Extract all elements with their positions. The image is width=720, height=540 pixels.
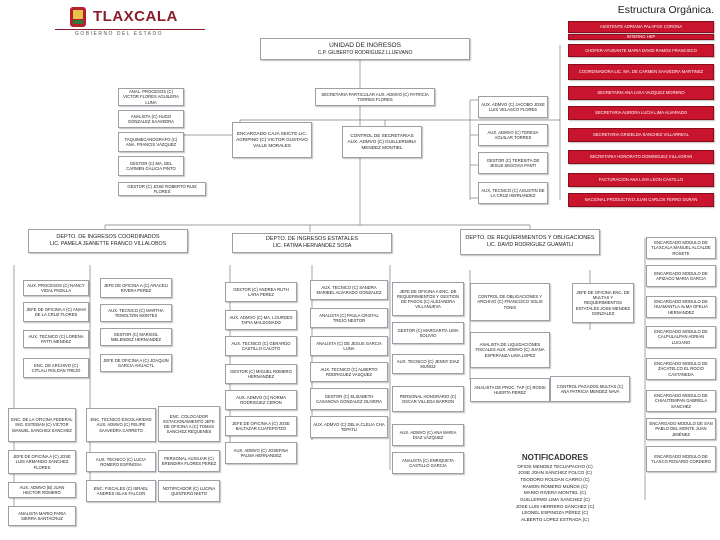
- driver-box: CHOFER-AYUDANTE MARIA DAVID RAMOS FRANCI…: [568, 44, 714, 57]
- right-staff-box: FACTURACION ANA LIVIA LEON CASTILLO: [568, 173, 714, 187]
- staff-box: AUX. ADMVO (C) DELIA CLELIA CHA TEPATLI: [310, 416, 388, 438]
- page-title: Estructura Orgánica.: [617, 4, 714, 16]
- module-box: ENCARGADO MODULO DE SAN PABLO DEL MONTE …: [646, 418, 716, 440]
- staff-box: ENC. TECNICO ESCOLARIDAD AUX. ADMVO (C) …: [86, 408, 156, 442]
- right-staff-box: AUX. TECNICO (C) AGUSTIN DE LA CRUZ HERN…: [478, 182, 548, 204]
- right-staff-box: SECRETARIA AURORA LUCIA LIMA ALVARADO: [568, 106, 714, 120]
- notifier-name: JOSE LUIS HERRERO SÁNCHEZ (C): [515, 503, 595, 509]
- unit-head-name: C.P. GILBERTO RODRIGUEZ LLUEVANO: [317, 49, 413, 56]
- crest-icon: [70, 7, 86, 27]
- staff-box: ANALISTA (C) DE JESUS GARCIA LUNA: [310, 336, 388, 356]
- staff-box: AUX. ADMVO (B) JUAN HECTOR ROMERO: [8, 482, 76, 498]
- staff-box: AUX. ADMVO (C) MA. LOURDES TAPIA MALDONA…: [225, 310, 297, 330]
- staff-box: AUX. ADMVO (C) NORMA RODRIGUEZ CERON: [225, 390, 297, 410]
- staff-box: AUX. TECNICO (C) LORENA PATTI MENDEZ: [23, 330, 89, 348]
- staff-box: ANALISTA DE LIQUIDACIONES FISCALES AUX. …: [470, 332, 550, 368]
- staff-box: PERSONAL HONORARIO (C) OSCAR VILLEDA BAR…: [392, 386, 464, 412]
- notifier-name: MARIO RIVERA MONTIEL (C): [523, 490, 587, 496]
- staff-box: JEFE DE OFICINA A (C) ARACELI RIVERA PER…: [100, 278, 172, 298]
- left-staff-box: GESTOR (C) MA. DEL CARMEN GALICIA PINTO: [118, 156, 184, 176]
- staff-box: CONTROL PAGADOS MULTAS (C) ANA PATRICIA …: [550, 376, 630, 402]
- unit-title: UNIDAD DE INGRESOS: [329, 41, 401, 49]
- staff-box: GESTOR (C) ELIZABETH CASANOVA GONZALEZ O…: [310, 388, 388, 410]
- staff-box: JEFE DE OFICINA A (C) JOAQUIN GARCIA AHU…: [100, 354, 172, 372]
- secretary-particular-box: SECRETARIA PARTICULAR AUX. ADMVO (C) PAT…: [315, 88, 435, 106]
- notifiers-title: NOTIFICADORES: [521, 453, 589, 462]
- staff-box: ANALISTA MARIO FARIA SIERRA SANTACRUZ: [8, 506, 76, 526]
- intern-box: INTERNO HEP: [568, 34, 714, 40]
- staff-box: JEFE DE OFICINA ENC. DE MULTAS Y REQUERI…: [572, 283, 634, 323]
- logo-wordmark: TLAXCALA: [93, 8, 178, 25]
- staff-box: ANALISTA (C) PAULA CRISTAL TREJO NESTOR: [310, 308, 388, 328]
- staff-box: AUX. ADMVO (C) JOSEFINA PALMA HERNANDEZ: [225, 442, 297, 464]
- staff-box: ANALISTA (C) ENRIQUETA CASTILLO GARCIA: [392, 452, 464, 474]
- cashier-box: ENCARGADO CAJA SEICTE LIC. AGRIPINO (C) …: [232, 122, 312, 158]
- right-staff-box: GESTOR (C) TERESITA DE JESUS SEGOVIA PAN…: [478, 152, 548, 174]
- notifier-name: TEODORO ROLDAN CARRO (C): [520, 476, 590, 482]
- staff-box: JEFE DE OFICINA A ENC. DE REQUERIMIENTOS…: [392, 282, 464, 316]
- module-box: ENCARGADO MODULO DE APIZACO MARIA GARCIA: [646, 265, 716, 287]
- module-box: ENCARGADO MODULO DE TLAXCALA MANUEL ALCA…: [646, 237, 716, 259]
- staff-box: ENC. DE LA OFICINA FEDERAL ING. ESTEBAN …: [8, 408, 76, 442]
- state-logo: TLAXCALA GOBIERNO DEL ESTADO: [55, 5, 245, 37]
- staff-box: ENC. COLOCADOR ESTACIONAMIENTO JEFE DE O…: [158, 406, 220, 442]
- staff-box: CONTROL DE OBLIGACIONES Y ARCHIVO (C) FR…: [470, 283, 550, 321]
- control-box: CONTROL DE SECRETARIAS AUX. ADMVO (C) GU…: [342, 126, 422, 158]
- left-staff-box: TAQUIMECANOGRAFO (C) ANA. FRANCIS VÁZQUE…: [118, 132, 184, 152]
- unit-head-box: UNIDAD DE INGRESOS C.P. GILBERTO RODRIGU…: [260, 38, 470, 60]
- staff-box: JEFE DE OFICINA A (C) JOSE BALTAZAR CUAT…: [225, 416, 297, 436]
- notifier-name: OFIOS MENDEZ TECUAPACHO (C): [517, 463, 593, 469]
- right-staff-box: SECRETARIA GRISELDA SANCHEZ VILLARREAL: [568, 128, 714, 142]
- staff-box: GESTOR (C) ANDREA RUTH LARA PEREZ: [225, 282, 297, 302]
- staff-box: JEFE DE OFICINA A (C) JOSE LUIS ARMANDO …: [8, 450, 76, 474]
- staff-box: AUX. TECNICO (C) LUCIA ROMERO ESPINOSA: [86, 452, 156, 472]
- right-staff-box: NACIONAL PRODUCTIVO JUAN CARLOS FERRO DU…: [568, 193, 714, 207]
- staff-box: ENC. FISCALES (C) ISRAEL ANDRES ISLAS FA…: [86, 480, 156, 502]
- left-staff-box: ANAL. PROCESOS (C) VICTOR FLORES AGUILER…: [118, 88, 184, 106]
- module-box: ENCARGADO MODULO DE CALPULALPAN ADRIAN L…: [646, 326, 716, 348]
- notifier-name: GUILLERMO LIMA SANCHEZ (C): [520, 496, 590, 502]
- staff-box: AUX. TECNICO (C) JENNY DIAZ MUÑOZ: [392, 354, 464, 374]
- staff-box: AUX. TECNICO (C) MARTHA TEMOLTZIN MONTES: [100, 304, 172, 322]
- staff-box: NOTIFICADOR (C) LUCINA QUINTERO NIETO: [158, 480, 220, 502]
- department-box: DEPTO. DE INGRESOS ESTATALES LIC. FATIMA…: [232, 233, 392, 253]
- module-box: ENCARGADO MODULO DE HUAMANTLA ALMA OFELI…: [646, 296, 716, 318]
- staff-box: JEFE DE OFICINA A (C) ANAHI DE LA CRUZ F…: [23, 302, 89, 322]
- staff-box: AUX. TECNICO (C) GERARDO CASTILLO CALOTO: [225, 336, 297, 356]
- logo-rule: [55, 29, 205, 30]
- staff-box: GESTOR (C) MARGARITA LIMA SOLIVIO: [392, 322, 464, 344]
- notifiers-list: NOTIFICADORES OFIOS MENDEZ TECUAPACHO (C…: [470, 452, 640, 524]
- notifier-name: LEONEL ESPINOZA PÉREZ (C): [521, 510, 589, 516]
- module-box: ENCARGADO MODULO DE ZACATELCO EL ROCIO C…: [646, 358, 716, 380]
- staff-box: GESTOR (C) MARISOL MELENDEZ HERNANDEZ: [100, 328, 172, 346]
- left-staff-box: ANALISTA (C) HUGO GONZALEZ SAAVEDRA: [118, 110, 184, 128]
- staff-box: ENC. DE ARCHIVO (C) CITLALI ROLDAN TREJO: [23, 358, 89, 378]
- right-staff-box: SECRETARIA HONORATO DOMINGUEZ VILLAGRAN: [568, 150, 714, 164]
- coordinator-box: COORDINADORA LIC. MA. DE CARMEN SAAVEDRA…: [568, 64, 714, 80]
- right-staff-box: AUX. ADMVO (C) TERESA AGUILAR TORRES: [478, 124, 548, 146]
- staff-box: GESTOR (C) MIGUEL ROMERO HERNANDEZ: [225, 364, 297, 384]
- right-staff-box: SECRETARIA ANA LIVIA VAZQUEZ MORENO: [568, 86, 714, 100]
- staff-box: ANALISTA DE PROC. TAP (C) ROSSI HUERTA P…: [470, 378, 550, 402]
- staff-box: AUX. TECNICO (C) SANDRA MARIBEL ALVARADO…: [310, 280, 388, 300]
- department-box: DEPTO. DE REQUERIMIENTOS Y OBLIGACIONES …: [460, 229, 600, 255]
- notifier-name: JOSE JOHN SÁNCHEZ FOLCO (C): [518, 470, 592, 476]
- staff-box: AUX. TECNICO (C) ALBERTO RODRIGUEZ VASQU…: [310, 362, 388, 382]
- logo-subtext: GOBIERNO DEL ESTADO: [75, 31, 163, 37]
- module-box: ENCARGADO MODULO DE TLAXCO ROSARIO CORDE…: [646, 446, 716, 472]
- notifier-name: RAMON ROMERO MUÑOS (C): [522, 483, 588, 489]
- right-staff-box: AUX. ADMVO (C) JACOBO JOSE LUIS VELASCO …: [478, 96, 548, 118]
- module-box: ENCARGADO MODULO DE CHIAUTEMPAN GABRIELA…: [646, 390, 716, 412]
- left-staff-box: GESTOR (C) JOSE ROBERTO RUIZ FLORES: [118, 182, 206, 196]
- notifier-name: ALBERTO LOPEZ ESTRADA (C): [521, 516, 589, 522]
- staff-box: PERSONAL AUXILIAR (C) ERENDIRA FLORES PE…: [158, 450, 220, 472]
- staff-box: AUX. ADMVO (C) ANA MARIA DIAZ VÁZQUEZ: [392, 424, 464, 446]
- department-box: DEPTO. DE INGRESOS COORDINADOS LIC. PAME…: [28, 229, 188, 253]
- staff-box: AUX. PROCESOS (C) NANCY VIDAL PADILLA: [23, 280, 89, 296]
- assistant-box: ASISTENTE ADRIANA PALAFOX CORONA: [568, 21, 714, 33]
